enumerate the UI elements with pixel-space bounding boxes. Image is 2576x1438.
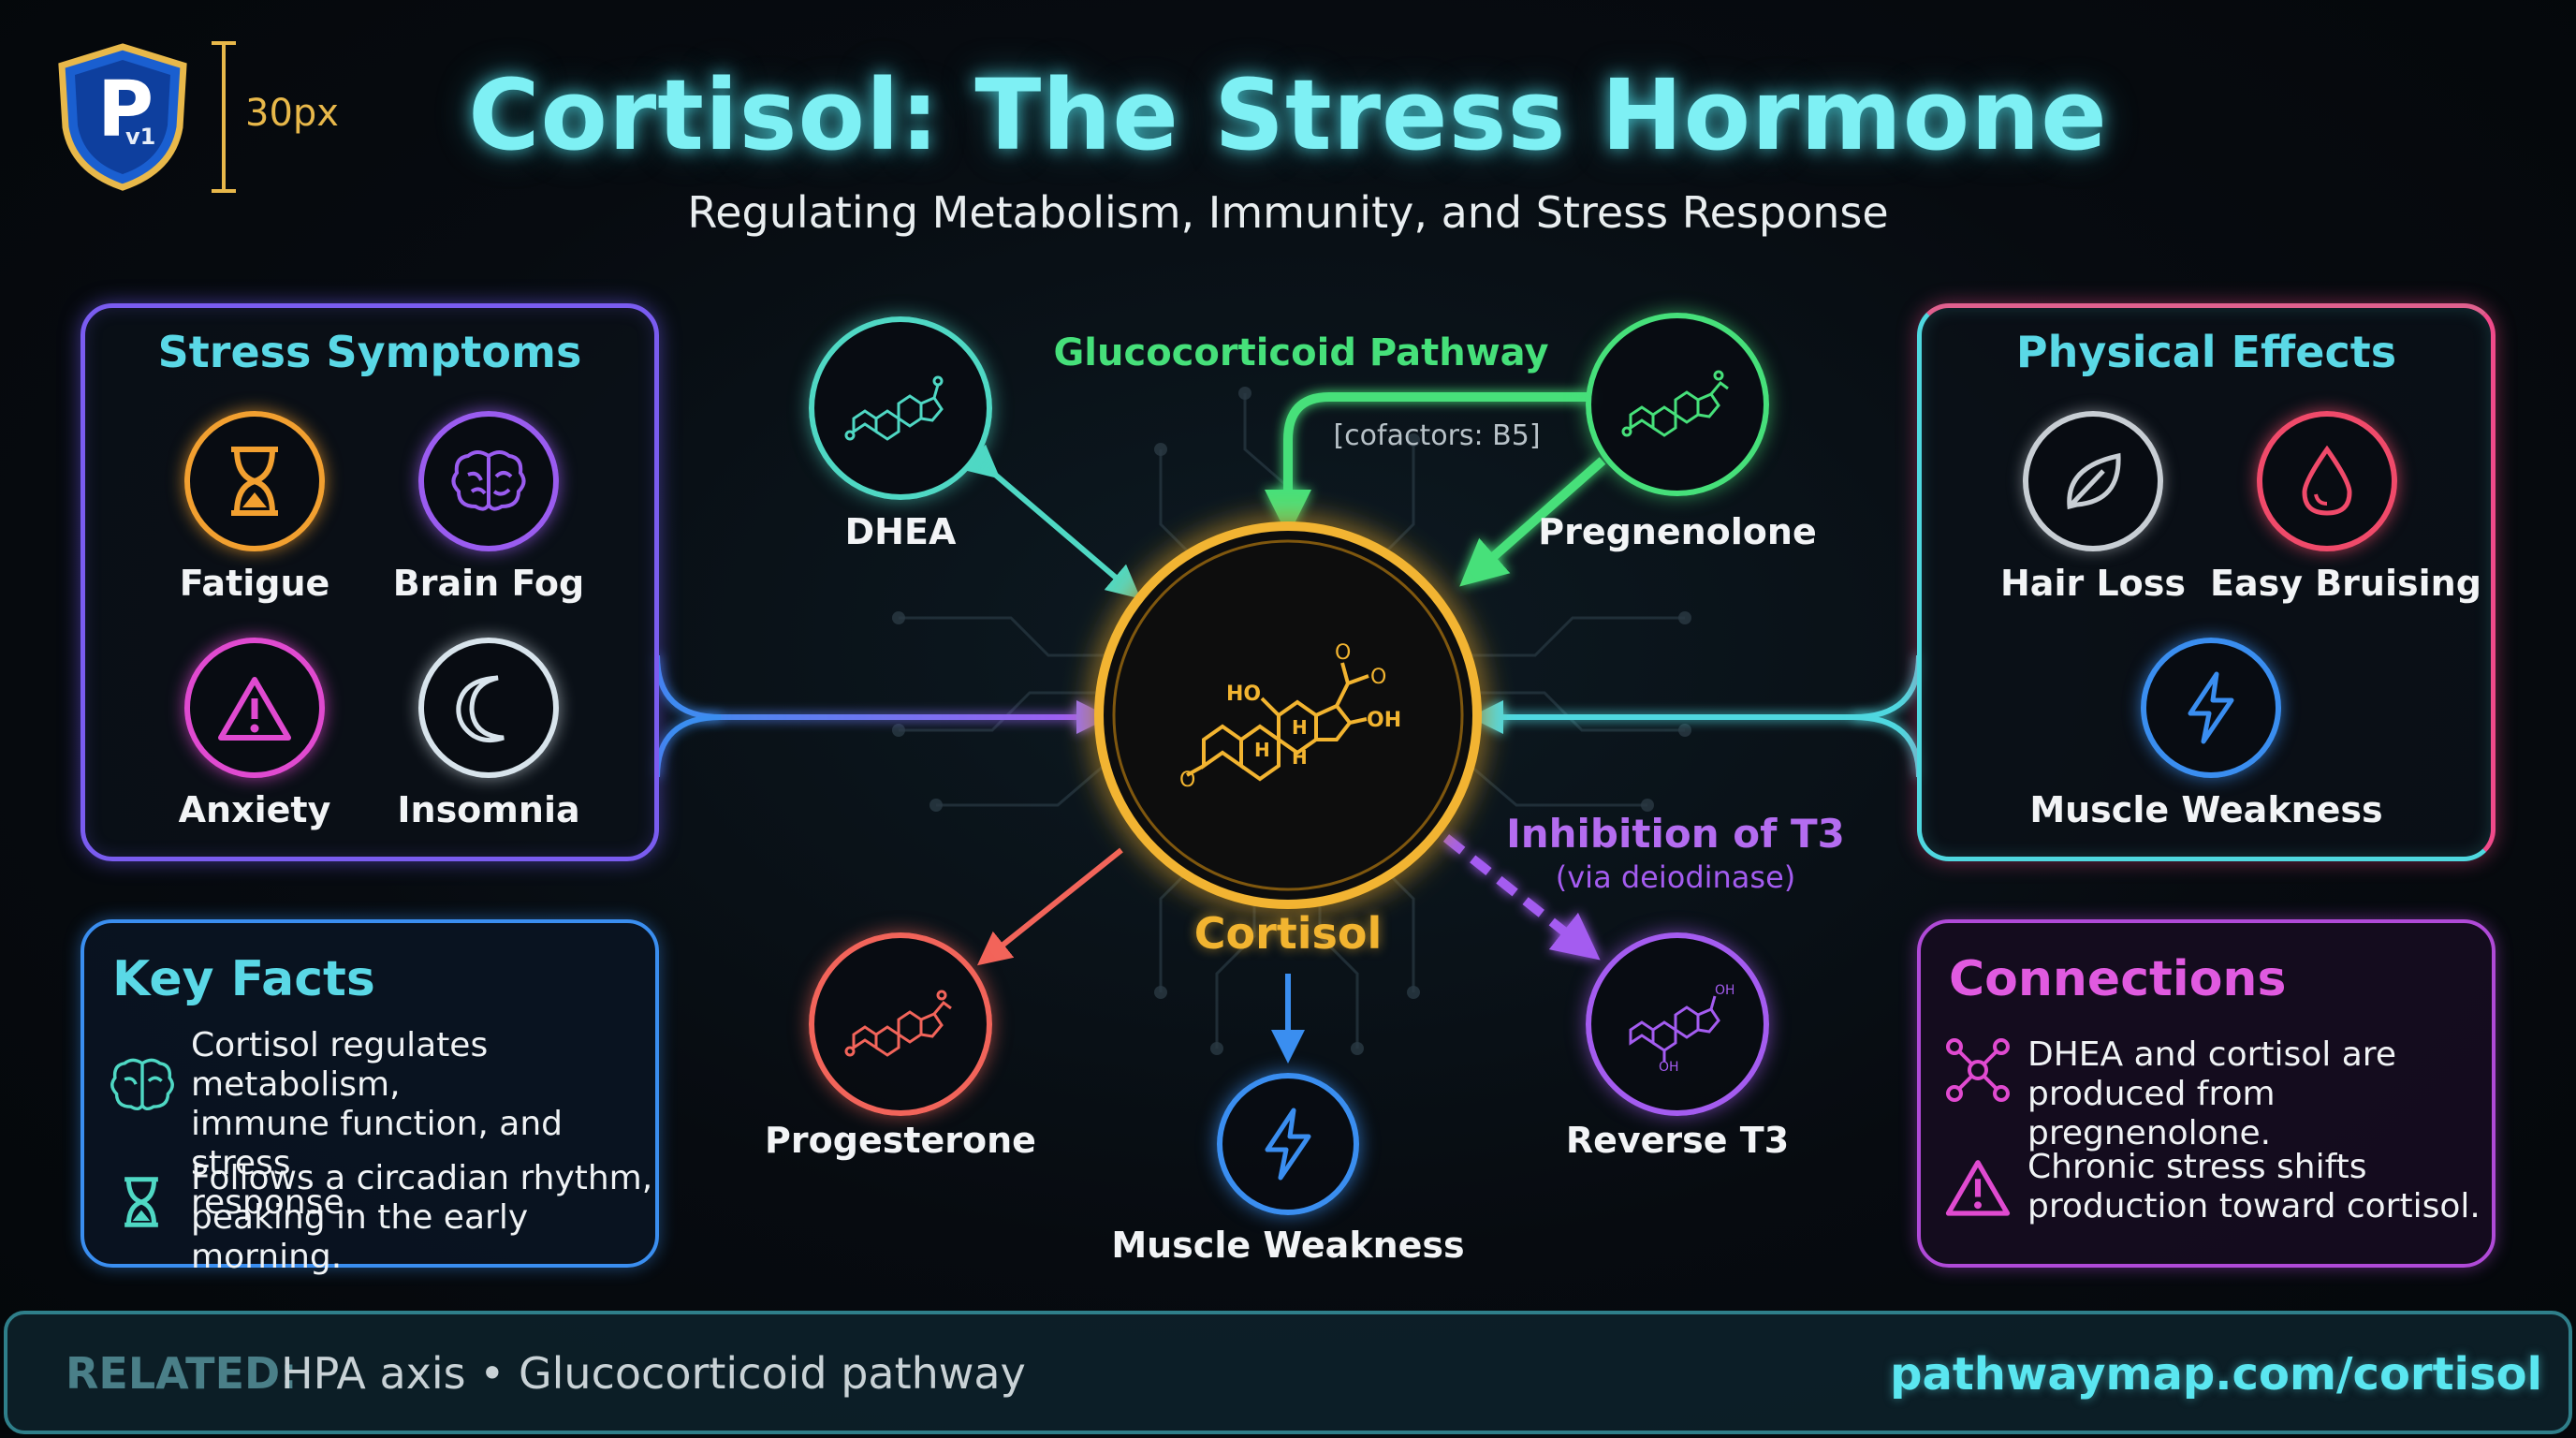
muscle-weakness-node[interactable]: [1217, 1073, 1359, 1215]
svg-text:O: O: [1370, 666, 1386, 689]
svg-text:O: O: [1179, 769, 1195, 792]
logo-letter: P: [97, 66, 154, 154]
key-facts-panel: Key Facts Cortisol regulates metabolism,…: [80, 919, 659, 1276]
key-facts-title: Key Facts: [112, 951, 375, 1007]
muscle-weakness-icon-circle: [2141, 638, 2281, 778]
page-subtitle: Regulating Metabolism, Immunity, and Str…: [687, 187, 1889, 238]
reverse-t3-node[interactable]: OH OH: [1586, 932, 1769, 1116]
cortisol-node[interactable]: [1099, 526, 1477, 904]
symptom-insomnia-label: Insomnia: [397, 789, 580, 830]
lightning-icon: [1265, 1108, 1311, 1181]
connections-title: Connections: [1949, 951, 2287, 1007]
hourglass-icon: [231, 447, 278, 516]
warning-icon: [218, 677, 291, 741]
shield-icon: [58, 43, 187, 191]
drop-icon: [2302, 446, 2352, 516]
footer-url-link[interactable]: pathwaymap.com/cortisol: [1890, 1348, 2542, 1401]
symptom-anxiety-label: Anxiety: [178, 789, 331, 830]
moon-icon: [456, 675, 505, 743]
effect-muscle-weakness-label: Muscle Weakness: [2029, 789, 2383, 830]
warning-icon: [1945, 1160, 2011, 1216]
effect-hair-loss-label: Hair Loss: [2000, 563, 2186, 604]
svg-text:H: H: [1292, 746, 1308, 769]
stress-symptoms-title: Stress Symptoms: [157, 327, 582, 377]
physical-effects-title: Physical Effects: [2015, 327, 2397, 377]
network-icon: [1946, 1038, 2010, 1102]
key-fact-1: Cortisol regulates metabolism,immune fun…: [191, 1026, 564, 1222]
cofactor-label: [cofactors: B5]: [1333, 419, 1541, 452]
pregnenolone-node[interactable]: [1586, 313, 1769, 496]
effect-easy-bruising-label: Easy Bruising: [2210, 563, 2481, 604]
reverse-t3-label: Reverse T3: [1565, 1120, 1790, 1161]
dhea-node[interactable]: [809, 316, 992, 500]
hourglass-icon: [124, 1177, 158, 1227]
cortisol-molecule-icon: O HO OH O O H H H: [1179, 641, 1400, 792]
page-title: Cortisol: The Stress Hormone: [468, 58, 2108, 172]
steroid-molecule-icon: [844, 990, 952, 1057]
dhea-label: DHEA: [844, 511, 957, 552]
physical-effects-panel: Physical Effects Hair Loss Easy Bruising…: [1917, 303, 2496, 861]
svg-text:HO: HO: [1226, 682, 1261, 706]
muscle-weakness-label: Muscle Weakness: [1111, 1225, 1465, 1266]
symptom-brain-fog-label: Brain Fog: [392, 563, 585, 604]
leaf-icon: [2067, 452, 2121, 510]
fatigue-icon-circle: [184, 411, 325, 551]
brain-icon: [110, 1058, 174, 1111]
anxiety-icon-circle: [184, 638, 325, 778]
svg-text:H: H: [1292, 716, 1308, 739]
easy-bruising-icon-circle: [2257, 411, 2397, 551]
inhibition-sublabel: (via deiodinase): [1555, 859, 1796, 895]
related-label: RELATED:: [66, 1348, 298, 1399]
steroid-molecule-icon: [1621, 370, 1729, 437]
key-fact-2: Follows a circadian rhythm,peaking in th…: [191, 1159, 653, 1276]
brain-fog-icon-circle: [418, 411, 559, 551]
stress-symptoms-panel: Stress Symptoms Fatigue Brain Fog Anxiet…: [80, 303, 659, 861]
progesterone-label: Progesterone: [765, 1120, 1036, 1161]
symptom-fatigue-label: Fatigue: [179, 563, 330, 604]
size-bracket-icon: [212, 41, 236, 193]
footer-bar: RELATED: HPA axis • Glucocorticoid pathw…: [4, 1311, 2572, 1434]
hair-loss-icon-circle: [2023, 411, 2163, 551]
logo-version: v1: [125, 124, 156, 150]
svg-text:OH: OH: [1715, 983, 1734, 998]
svg-text:H: H: [1254, 739, 1270, 761]
steroid-molecule-icon: [844, 375, 944, 441]
thyroid-molecule-icon: OH OH: [1629, 983, 1734, 1071]
svg-text:OH: OH: [1367, 709, 1400, 732]
progesterone-node[interactable]: [809, 932, 992, 1116]
svg-text:O: O: [1335, 641, 1351, 665]
size-label: 30px: [245, 92, 339, 135]
svg-text:OH: OH: [1659, 1060, 1679, 1071]
inhibition-label: Inhibition of T3: [1506, 811, 1845, 857]
brain-icon: [451, 450, 526, 511]
glucocorticoid-pathway-label: Glucocorticoid Pathway: [1053, 331, 1549, 374]
insomnia-icon-circle: [418, 638, 559, 778]
cortisol-label: Cortisol: [1193, 908, 1383, 959]
lightning-icon: [2188, 671, 2234, 744]
app-logo: P v1: [52, 41, 193, 191]
related-text[interactable]: HPA axis • Glucocorticoid pathway: [281, 1348, 1026, 1399]
pregnenolone-label: Pregnenolone: [1538, 511, 1817, 552]
